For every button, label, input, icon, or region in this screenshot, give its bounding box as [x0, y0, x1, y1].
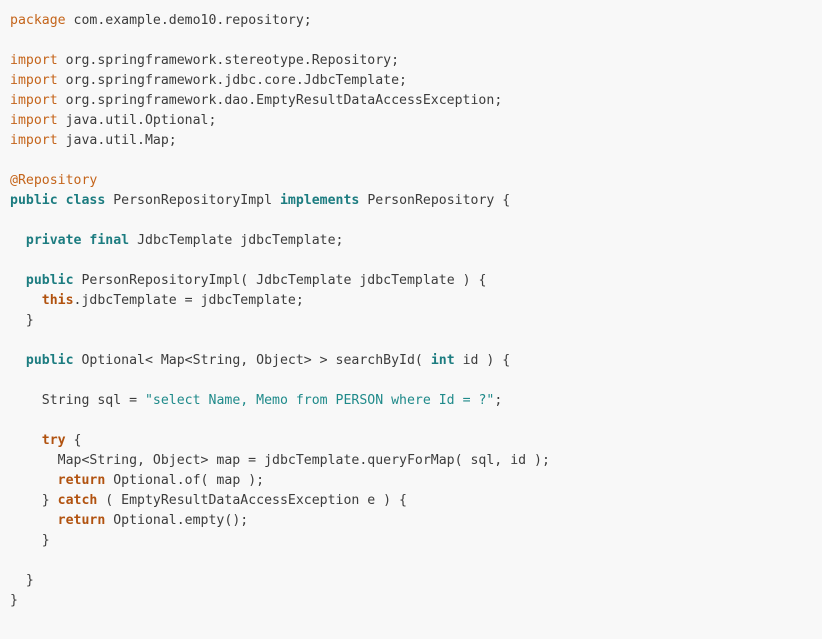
code-line: } [10, 531, 822, 551]
code-text: } [10, 533, 50, 548]
code-text: org.springframework.stereotype.Repositor… [57, 53, 400, 68]
code-text [10, 233, 26, 248]
code-text: } [10, 593, 18, 608]
code-line: Map<String, Object> map = jdbcTemplate.q… [10, 451, 822, 471]
code-line: import org.springframework.jdbc.core.Jdb… [10, 71, 822, 91]
code-line [10, 411, 822, 431]
code-keyword: import [10, 73, 58, 88]
code-keyword: this [41, 293, 74, 308]
code-text: Optional< Map<String, Object> > searchBy… [73, 353, 431, 368]
code-text: Optional.empty(); [105, 513, 249, 528]
code-text: Map<String, Object> map = jdbcTemplate.q… [10, 453, 550, 468]
code-line: import org.springframework.dao.EmptyResu… [10, 91, 822, 111]
code-keyword: implements [279, 193, 360, 208]
code-text: } [10, 573, 34, 588]
code-keyword: public [10, 193, 58, 208]
code-line: package com.example.demo10.repository; [10, 11, 822, 31]
code-text: java.util.Optional; [57, 113, 217, 128]
code-line [10, 331, 822, 351]
code-text: Optional.of( map ); [105, 473, 265, 488]
code-text: ( EmptyResultDataAccessException e ) { [97, 493, 407, 508]
code-text: PersonRepositoryImpl( JdbcTemplate jdbcT… [73, 273, 487, 288]
code-text: org.springframework.dao.EmptyResultDataA… [57, 93, 503, 108]
code-keyword: class [65, 193, 106, 208]
code-line: return Optional.empty(); [10, 511, 822, 531]
code-text [10, 473, 58, 488]
code-keyword: import [10, 113, 58, 128]
code-string: "select Name, Memo from PERSON where Id … [144, 393, 495, 408]
code-annotation: @Repository [10, 173, 98, 188]
code-text: org.springframework.jdbc.core.JdbcTempla… [57, 73, 407, 88]
code-keyword: catch [57, 493, 98, 508]
code-keyword: package [10, 13, 66, 28]
code-line: @Repository [10, 171, 822, 191]
code-line: try { [10, 431, 822, 451]
code-text: { [65, 433, 82, 448]
code-text: } [10, 313, 34, 328]
code-keyword: return [57, 513, 106, 528]
code-keyword: return [57, 473, 106, 488]
code-keyword: try [41, 433, 66, 448]
code-keyword: public [25, 273, 74, 288]
code-line [10, 371, 822, 391]
code-text: JdbcTemplate jdbcTemplate; [129, 233, 344, 248]
code-text: PersonRepository { [359, 193, 511, 208]
code-line [10, 211, 822, 231]
code-text [10, 353, 26, 368]
code-line: public PersonRepositoryImpl( JdbcTemplat… [10, 271, 822, 291]
code-line: } catch ( EmptyResultDataAccessException… [10, 491, 822, 511]
code-line: private final JdbcTemplate jdbcTemplate; [10, 231, 822, 251]
code-text: PersonRepositoryImpl [105, 193, 280, 208]
code-text: ; [494, 393, 503, 408]
code-line: } [10, 591, 822, 611]
code-text: com.example.demo10.repository; [65, 13, 312, 28]
code-line: public Optional< Map<String, Object> > s… [10, 351, 822, 371]
code-line [10, 551, 822, 571]
code-keyword: import [10, 93, 58, 108]
code-line: public class PersonRepositoryImpl implem… [10, 191, 822, 211]
code-line: import java.util.Map; [10, 131, 822, 151]
code-line: String sql = "select Name, Memo from PER… [10, 391, 822, 411]
code-line [10, 151, 822, 171]
code-text: } [10, 493, 58, 508]
code-line: return Optional.of( map ); [10, 471, 822, 491]
code-line: } [10, 571, 822, 591]
code-line: import java.util.Optional; [10, 111, 822, 131]
code-text [10, 433, 42, 448]
code-text: java.util.Map; [57, 133, 177, 148]
code-keyword: import [10, 53, 58, 68]
code-keyword: public [25, 353, 74, 368]
code-text: id ) { [454, 353, 511, 368]
code-line [10, 251, 822, 271]
code-line: } [10, 311, 822, 331]
code-text [58, 193, 66, 208]
code-text: .jdbcTemplate = jdbcTemplate; [73, 293, 304, 308]
code-text [10, 513, 58, 528]
code-line: this.jdbcTemplate = jdbcTemplate; [10, 291, 822, 311]
code-keyword: import [10, 133, 58, 148]
code-text: String sql = [10, 393, 145, 408]
code-line [10, 31, 822, 51]
code-keyword: private [25, 233, 82, 248]
code-line: import org.springframework.stereotype.Re… [10, 51, 822, 71]
code-keyword: final [89, 233, 130, 248]
code-keyword: int [430, 353, 455, 368]
code-text [10, 293, 42, 308]
code-text [10, 273, 26, 288]
